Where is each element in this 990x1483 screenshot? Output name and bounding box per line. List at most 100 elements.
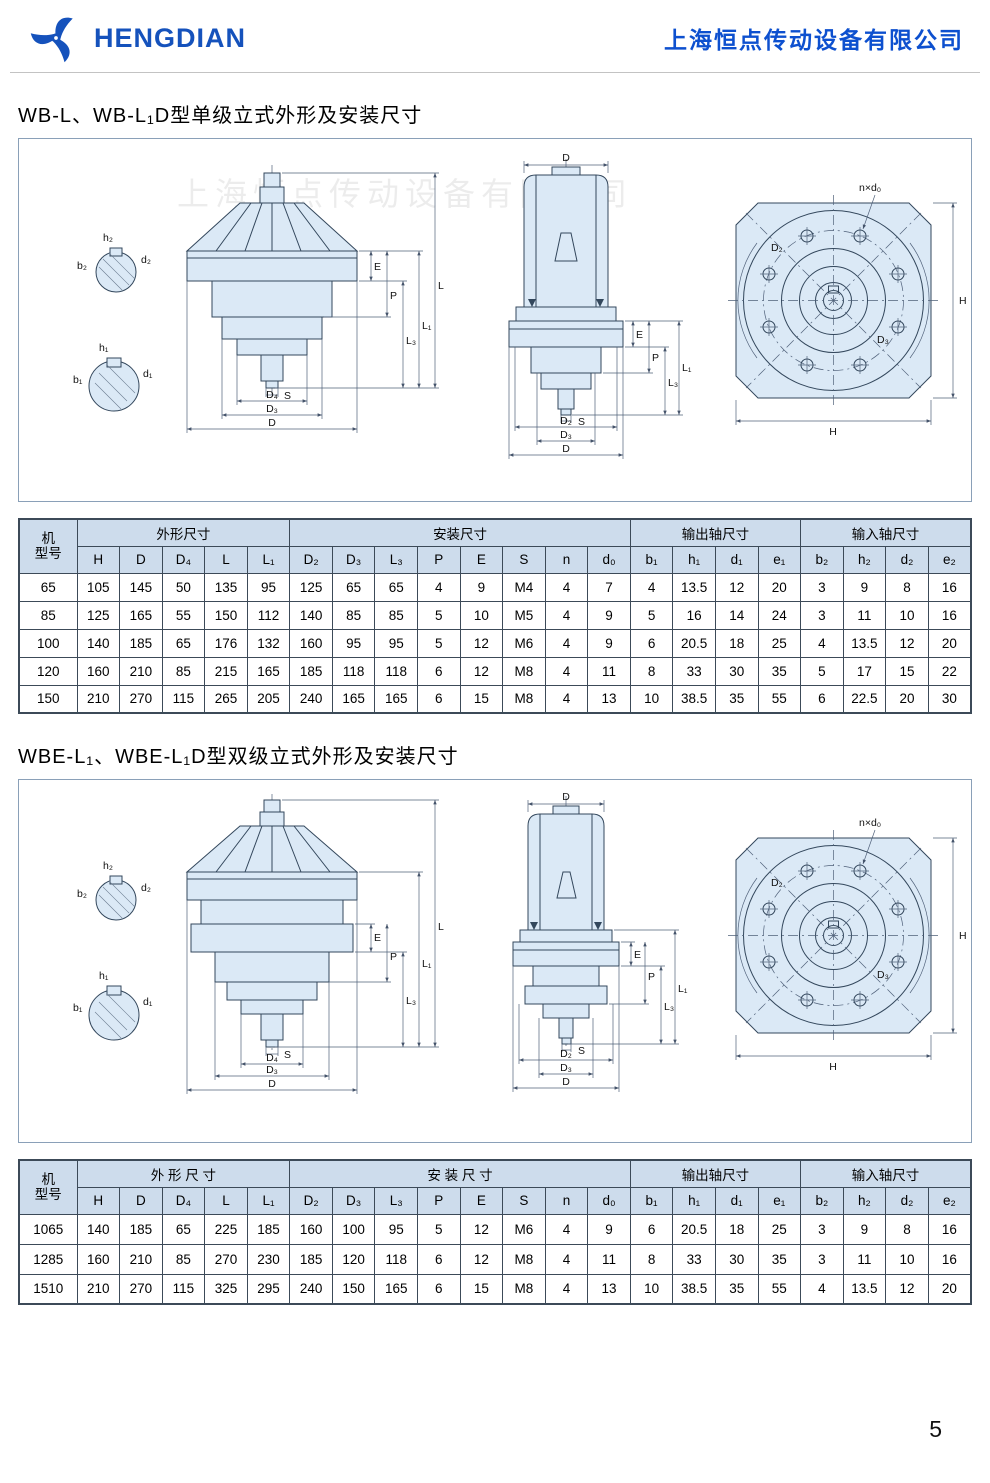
- table-cell: 13.5: [842, 628, 887, 658]
- dim-label-E: E: [634, 949, 641, 961]
- group-header-input-shaft: 输入轴尺寸: [800, 1159, 972, 1188]
- group-header-mounting: 安装尺寸: [289, 518, 631, 547]
- table-cell: 65: [161, 628, 206, 658]
- column-header: d₂: [885, 545, 929, 574]
- column-header: d₀: [587, 545, 631, 574]
- column-header: b₂: [800, 1186, 844, 1215]
- model-cell: 85: [18, 600, 78, 630]
- dim-label-D3: D₃: [266, 403, 278, 415]
- section-title-2: WBE-L₁、WBE-L₁D型双级立式外形及安装尺寸: [18, 746, 459, 768]
- dim-label-L1: L₁: [678, 983, 688, 995]
- input-shaft-section-detail: h₂ b₂ d₂: [77, 860, 151, 921]
- table-cell: 105: [76, 572, 121, 602]
- table-cell: 210: [119, 656, 163, 686]
- group-header-row: 机 型号 外形尺寸 安装尺寸 输出轴尺寸 输入轴尺寸: [18, 518, 972, 574]
- table-cell: 9: [587, 1213, 631, 1245]
- dim-label-D3: D₃: [877, 969, 889, 981]
- dim-label-L: L: [438, 921, 444, 933]
- table-cell: 160: [76, 1243, 121, 1275]
- table-cell: 4: [544, 684, 589, 714]
- table-cell: 14: [714, 600, 759, 630]
- column-header: D₃: [331, 545, 376, 574]
- column-header: h₁: [672, 545, 716, 574]
- model-cell: 1065: [18, 1213, 78, 1245]
- dim-label-b1: b₁: [73, 374, 83, 386]
- dim-label-E: E: [374, 932, 381, 944]
- table-cell: 20.5: [672, 628, 716, 658]
- table-cell: 8: [885, 572, 929, 602]
- table-cell: 55: [757, 1273, 802, 1305]
- table-cell: 6: [417, 656, 461, 686]
- table-cell: 4: [544, 628, 589, 658]
- dim-label-P: P: [652, 352, 659, 364]
- dim-label-E: E: [374, 261, 381, 273]
- model-header-bottom: 型号: [34, 546, 62, 562]
- table-cell: 8: [629, 656, 674, 686]
- table-cell: 240: [289, 1273, 333, 1305]
- table-cell: 18: [714, 628, 759, 658]
- front-view: E P L₃ L₁ L S D₄ D₃: [185, 165, 444, 433]
- group-header-outline: 外形尺寸: [76, 518, 291, 547]
- table-cell: 10: [885, 1243, 929, 1275]
- table-cell: 22.5: [842, 684, 887, 714]
- table-cell: 165: [374, 684, 418, 714]
- table-cell: 165: [246, 656, 291, 686]
- table-cell: 55: [161, 600, 206, 630]
- column-header: L₃: [374, 545, 418, 574]
- table-cell: 5: [800, 656, 844, 686]
- dim-label-D2: D₂: [560, 1048, 572, 1060]
- table-cell: 33: [672, 656, 716, 686]
- dim-label-L3: L₃: [406, 335, 416, 347]
- table-cell: 9: [842, 1213, 887, 1245]
- table-cell: 3: [800, 1243, 844, 1275]
- table-cell: 150: [204, 600, 248, 630]
- dim-label-S: S: [284, 1049, 291, 1061]
- table-cell: 12: [885, 1273, 929, 1305]
- table-cell: 13: [587, 1273, 631, 1305]
- table-cell: 112: [246, 600, 291, 630]
- table-cell: 240: [289, 684, 333, 714]
- table-cell: 185: [289, 1243, 333, 1275]
- dim-label-D2: D₂: [560, 415, 572, 427]
- group-header-input-shaft: 输入轴尺寸: [800, 518, 972, 547]
- column-header: S: [502, 1186, 546, 1215]
- table-cell: 165: [331, 684, 376, 714]
- column-header: E: [459, 1186, 504, 1215]
- table-cell: 16: [927, 1213, 972, 1245]
- dim-label-D: D: [268, 1078, 276, 1090]
- model-header-top: 机: [41, 1172, 56, 1188]
- table-cell: 10: [459, 600, 504, 630]
- table-cell: 5: [417, 1213, 461, 1245]
- dim-label-D: D: [268, 417, 276, 429]
- table-cell: 165: [119, 600, 163, 630]
- column-header: L: [204, 545, 248, 574]
- table-cell: 20: [885, 684, 929, 714]
- dim-label-h1: h₁: [99, 342, 109, 354]
- column-header: D₂: [289, 545, 333, 574]
- dim-label-L3: L₃: [406, 995, 416, 1007]
- model-cell: 1510: [18, 1273, 78, 1305]
- table-cell: 3: [800, 572, 844, 602]
- table-cell: 210: [119, 1243, 163, 1275]
- table-cell: 210: [76, 684, 121, 714]
- table-cell: 38.5: [672, 684, 716, 714]
- column-header: e₂: [927, 545, 972, 574]
- table-cell: 95: [246, 572, 291, 602]
- dim-label-h2: h₂: [103, 232, 113, 244]
- dim-label-D3: D₃: [266, 1064, 278, 1076]
- table-cell: M6: [502, 1213, 546, 1245]
- table-cell: 115: [161, 684, 206, 714]
- table-cell: 12: [459, 628, 504, 658]
- column-header: D: [119, 545, 163, 574]
- dim-label-D3: D₃: [560, 1062, 572, 1074]
- table-cell: 35: [757, 1243, 802, 1275]
- table-cell: 25: [757, 1213, 802, 1245]
